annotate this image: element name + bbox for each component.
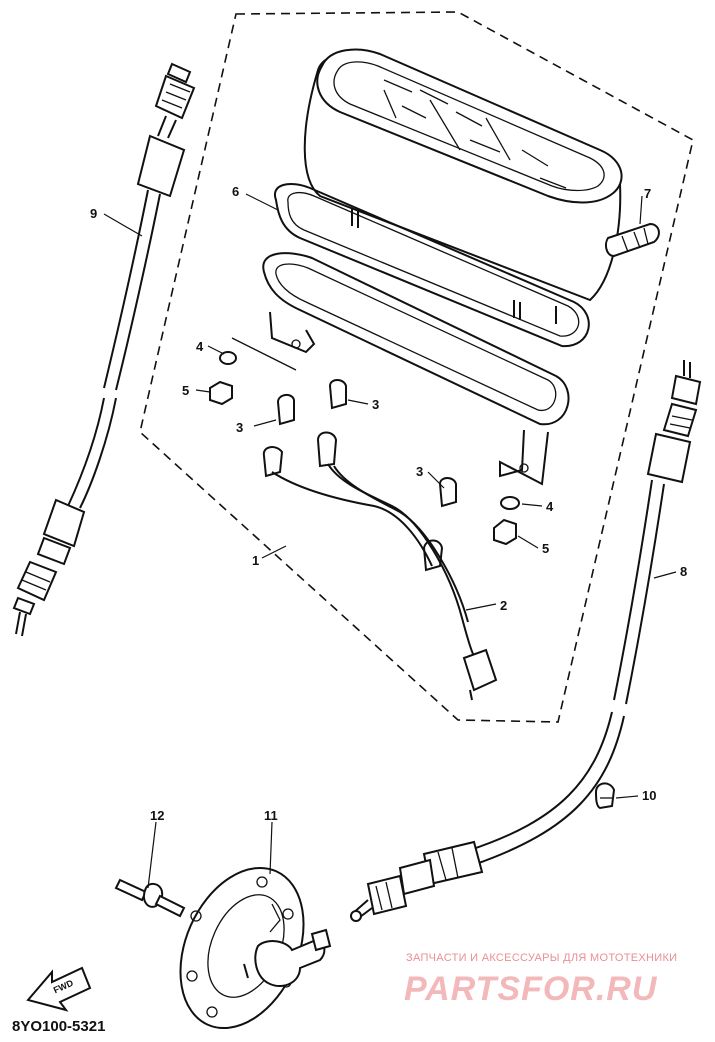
callout-7: 7 (644, 186, 651, 201)
callout-11: 11 (264, 808, 278, 823)
callout-8: 8 (680, 564, 687, 579)
callout-3c: 3 (416, 464, 423, 479)
cable-9 (12, 62, 196, 637)
callout-4b: 4 (546, 499, 554, 514)
callout-10: 10 (642, 788, 656, 803)
callout-12: 12 (150, 808, 164, 823)
forward-direction-arrow: FWD (26, 966, 92, 1012)
callout-2: 2 (500, 598, 507, 613)
wiring-harness (262, 431, 498, 701)
callout-leaders (103, 193, 677, 889)
bulb-1 (276, 394, 295, 426)
gasket-ring (273, 183, 590, 348)
watermark-brand: PARTSFOR.RU (404, 970, 658, 1008)
assembly-boundary (139, 11, 694, 723)
callout-5a: 5 (182, 383, 189, 398)
meter-bracket (262, 252, 570, 486)
callout-9: 9 (90, 206, 97, 221)
gear-unit-flange (179, 866, 332, 1030)
cable-8 (350, 360, 702, 922)
callout-6: 6 (232, 184, 239, 199)
callout-1: 1 (252, 553, 259, 568)
washer-and-nut-left (209, 337, 297, 406)
watermark-tagline: ЗАПЧАСТИ И АКСЕССУАРЫ ДЛЯ МОТОТЕХНИКИ (406, 952, 677, 964)
bolt (114, 878, 186, 918)
part-code: 8YO100-5321 (12, 1018, 105, 1035)
cable-clip (594, 782, 616, 810)
callout-3b: 3 (372, 397, 379, 412)
callout-3a: 3 (236, 420, 243, 435)
bulb-3 (438, 477, 457, 508)
meter-housing (303, 48, 660, 324)
callout-5b: 5 (542, 541, 549, 556)
bulb-2 (328, 379, 347, 410)
callout-4a: 4 (196, 339, 204, 354)
washer-and-nut-right (493, 496, 520, 546)
